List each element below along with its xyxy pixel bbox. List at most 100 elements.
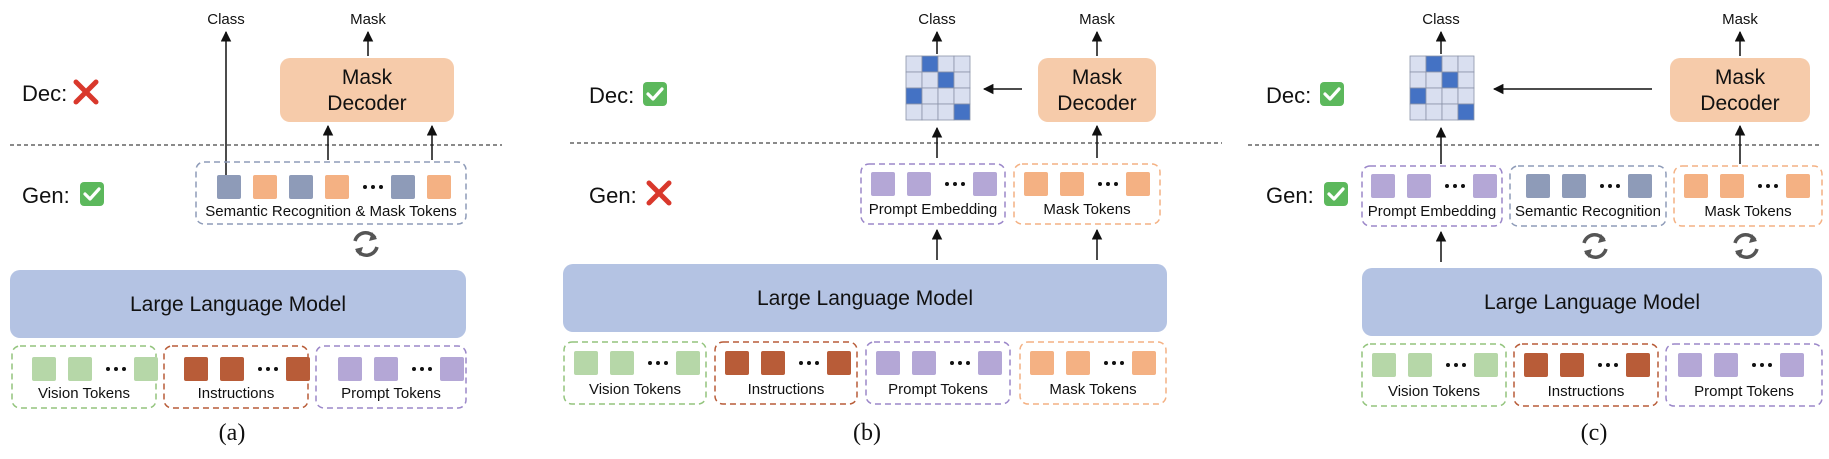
gen-label: Gen: <box>1266 183 1314 208</box>
orange-token <box>1132 351 1156 375</box>
orange-token <box>253 175 277 199</box>
input-group-label: Vision Tokens <box>38 385 130 402</box>
ellipsis-dot <box>1598 363 1602 367</box>
ellipsis-dot <box>1453 184 1457 188</box>
ellipsis-dot <box>1760 363 1764 367</box>
grid-cell <box>937 71 955 89</box>
token-row <box>871 172 997 196</box>
brown-token <box>286 357 310 381</box>
ellipsis-dot <box>1462 363 1466 367</box>
class-mask-grid <box>1409 55 1475 121</box>
purple-token <box>440 357 464 381</box>
grid-cell <box>921 103 939 121</box>
slate-token <box>1628 174 1652 198</box>
token-row <box>32 357 158 381</box>
ellipsis-dot <box>648 361 652 365</box>
ellipsis-dot <box>815 361 819 365</box>
check-mark-icon <box>1320 82 1344 106</box>
ellipsis-dot <box>664 361 668 365</box>
panel-caption: (b) <box>853 420 881 446</box>
ellipsis-dot <box>1774 184 1778 188</box>
check-mark-icon <box>643 82 667 106</box>
input-prompt-tokens: Prompt Tokens <box>865 341 1011 405</box>
purple-token <box>1678 353 1702 377</box>
ellipsis-dot <box>266 367 270 371</box>
green-token <box>32 357 56 381</box>
slate-token <box>289 175 313 199</box>
brown-token <box>1560 353 1584 377</box>
brown-token <box>184 357 208 381</box>
purple-token <box>1407 174 1431 198</box>
green-token <box>1474 353 1498 377</box>
grid-cell <box>1409 103 1427 121</box>
token-row <box>876 351 1002 375</box>
grid-cell <box>921 71 939 89</box>
ellipsis-dot <box>274 367 278 371</box>
token-row <box>338 357 464 381</box>
grid-cell <box>953 103 971 121</box>
llm-block: Large Language Model <box>10 270 466 338</box>
grid-cell <box>953 71 971 89</box>
cross-mark-icon <box>646 180 672 206</box>
brown-token <box>761 351 785 375</box>
token-row <box>217 175 451 199</box>
orange-token <box>1720 174 1744 198</box>
token-row <box>1372 353 1498 377</box>
output-class-label: Class <box>1422 11 1460 28</box>
input-instructions: Instructions <box>1513 343 1659 407</box>
token-group-label: Prompt Embedding <box>1368 203 1496 220</box>
purple-token <box>374 357 398 381</box>
purple-token <box>1714 353 1738 377</box>
green-token <box>676 351 700 375</box>
grid-cell <box>937 103 955 121</box>
orange-token <box>427 175 451 199</box>
token-row <box>1526 174 1652 198</box>
ellipsis-dot <box>1106 182 1110 186</box>
token-group-label: Semantic Recognition & Mask Tokens <box>205 203 457 220</box>
llm-label: Large Language Model <box>130 293 346 316</box>
green-token <box>610 351 634 375</box>
token-row <box>725 351 851 375</box>
slate-token <box>391 175 415 199</box>
green-token <box>574 351 598 375</box>
input-group-label: Mask Tokens <box>1049 381 1136 398</box>
grid-cell <box>1409 87 1427 105</box>
ellipsis-dot <box>1112 361 1116 365</box>
purple-token <box>912 351 936 375</box>
grid-cell <box>1457 87 1475 105</box>
output-class-label: Class <box>918 11 956 28</box>
ellipsis-dot <box>428 367 432 371</box>
grid-cell <box>1425 87 1443 105</box>
token-row <box>1371 174 1497 198</box>
grid-cell <box>1441 87 1459 105</box>
ellipsis-dot <box>958 361 962 365</box>
ellipsis-dot <box>1758 184 1762 188</box>
token-group-prompt-embedding: Prompt Embedding <box>860 163 1006 225</box>
output-mask-label: Mask <box>1722 11 1758 28</box>
grid-cell <box>953 87 971 105</box>
grid-cell <box>953 55 971 73</box>
token-row <box>184 357 310 381</box>
ellipsis-dot <box>1608 184 1612 188</box>
ellipsis-dot <box>950 361 954 365</box>
ellipsis-dot <box>953 182 957 186</box>
grid-cell <box>1425 71 1443 89</box>
grid-cell <box>1457 55 1475 73</box>
cross-mark-icon <box>73 79 99 105</box>
grid-cell <box>905 71 923 89</box>
purple-token <box>1371 174 1395 198</box>
input-group-label: Prompt Tokens <box>888 381 988 398</box>
green-token <box>1372 353 1396 377</box>
orange-token <box>1786 174 1810 198</box>
gen-label: Gen: <box>22 183 70 208</box>
gen-label: Gen: <box>589 183 637 208</box>
token-group-mask-tokens: Mask Tokens <box>1013 163 1161 225</box>
input-group-label: Instructions <box>198 385 275 402</box>
grid-cell <box>937 87 955 105</box>
brown-token <box>827 351 851 375</box>
ellipsis-dot <box>1114 182 1118 186</box>
